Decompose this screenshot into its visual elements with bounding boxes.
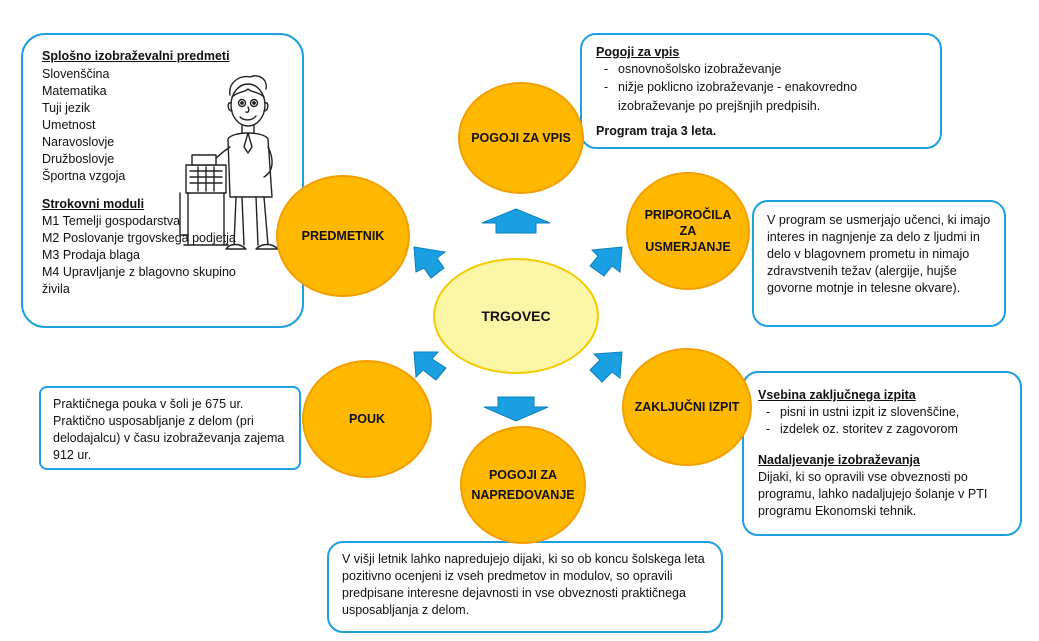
bubble-priporocila[interactable]: PRIPOROČILA ZA USMERJANJE bbox=[626, 172, 750, 290]
bubble-priporocila-label: PRIPOROČILA ZA USMERJANJE bbox=[645, 207, 732, 255]
arrow-up-icon bbox=[481, 208, 551, 234]
bubble-predmetnik-label: PREDMETNIK bbox=[301, 229, 385, 243]
vpis-box: Pogoji za vpis osnovnošolsko izobraževan… bbox=[580, 33, 942, 149]
bubble-vpis-label: POGOJI ZA VPIS bbox=[471, 131, 571, 145]
label-line: USMERJANJE bbox=[645, 240, 731, 254]
bubble-zakljucni-label: ZAKLJUČNI IZPIT bbox=[634, 400, 740, 414]
predmetnik-box: Splošno izobraževalni predmeti Slovenšči… bbox=[21, 33, 304, 328]
napredovanje-box: V višji letnik lahko napredujejo dijaki,… bbox=[327, 541, 723, 633]
priporocila-box: V program se usmerjajo učenci, ki imajo … bbox=[752, 200, 1006, 327]
label-line: POGOJI ZA bbox=[488, 468, 558, 482]
pouk-text: Praktičnega pouka v šoli je 675 ur. Prak… bbox=[53, 397, 285, 462]
subject-item: Umetnost bbox=[42, 118, 96, 132]
bubble-napredovanje[interactable]: POGOJI ZA NAPREDOVANJE bbox=[460, 426, 586, 544]
subject-item: Športna vzgoja bbox=[42, 169, 126, 183]
subject-item: Tuji jezik bbox=[42, 101, 91, 115]
subject-list: Slovenščina Matematika Tuji jezik Umetno… bbox=[42, 66, 302, 185]
module-item: M1 Temelji gospodarstva bbox=[42, 214, 181, 228]
general-subjects-heading: Splošno izobraževalni predmeti bbox=[42, 49, 230, 63]
vpis-heading: Pogoji za vpis bbox=[596, 45, 680, 59]
vpis-item: nižje poklicno izobraževanje - enakovred… bbox=[596, 78, 896, 116]
bubble-zakljucni[interactable]: ZAKLJUČNI IZPIT bbox=[622, 348, 752, 466]
subject-item: Slovenščina bbox=[42, 67, 110, 81]
exam-list: pisni in ustni izpit iz slovenščine, izd… bbox=[758, 404, 1014, 438]
label-line: PRIPOROČILA bbox=[644, 208, 732, 222]
zakljucni-box: Vsebina zaključnega izpita pisni in ustn… bbox=[742, 371, 1022, 536]
module-item: M4 Upravljanje z blagovno skupino bbox=[42, 265, 236, 279]
bubble-pouk[interactable]: POUK bbox=[302, 360, 432, 478]
bubble-napredovanje-label: POGOJI ZA NAPREDOVANJE bbox=[471, 465, 574, 505]
module-item: živila bbox=[42, 282, 70, 296]
center-bubble-trgovec[interactable]: TRGOVEC bbox=[433, 258, 599, 374]
exam-content-heading: Vsebina zaključnega izpita bbox=[758, 388, 916, 402]
arrow-upleft-icon bbox=[413, 246, 447, 279]
bubble-vpis[interactable]: POGOJI ZA VPIS bbox=[458, 82, 584, 194]
module-item: M3 Prodaja blaga bbox=[42, 248, 140, 262]
subject-item: Naravoslovje bbox=[42, 135, 115, 149]
bubble-pouk-label: POUK bbox=[348, 412, 386, 426]
center-label: TRGOVEC bbox=[481, 308, 551, 324]
continuation-heading: Nadaljevanje izobraževanja bbox=[758, 453, 920, 467]
exam-item: izdelek oz. storitev z zagovorom bbox=[758, 421, 1014, 438]
cashier-illustration bbox=[179, 75, 279, 250]
subject-item: Družboslovje bbox=[42, 152, 115, 166]
arrow-downright-icon bbox=[589, 351, 623, 383]
continuation-text: Dijaki, ki so opravili vse obveznosti po… bbox=[758, 470, 988, 518]
exam-item: pisni in ustni izpit iz slovenščine, bbox=[758, 404, 1014, 421]
priporocila-text: V program se usmerjajo učenci, ki imajo … bbox=[767, 213, 991, 295]
vpis-list: osnovnošolsko izobraževanje nižje poklic… bbox=[596, 61, 896, 116]
napredovanje-text: V višji letnik lahko napredujejo dijaki,… bbox=[342, 552, 705, 617]
label-line: ZA bbox=[679, 224, 697, 238]
label-line: NAPREDOVANJE bbox=[471, 488, 575, 502]
program-duration: Program traja 3 leta. bbox=[596, 124, 717, 138]
vpis-item: osnovnošolsko izobraževanje bbox=[596, 61, 896, 78]
pouk-box: Praktičnega pouka v šoli je 675 ur. Prak… bbox=[39, 386, 301, 470]
arrow-down-icon bbox=[483, 396, 549, 422]
subject-item: Matematika bbox=[42, 84, 107, 98]
bubble-predmetnik[interactable]: PREDMETNIK bbox=[276, 175, 410, 297]
arrow-upright-icon bbox=[589, 246, 623, 277]
arrow-downleft-icon bbox=[413, 351, 447, 381]
modules-heading: Strokovni moduli bbox=[42, 197, 145, 211]
